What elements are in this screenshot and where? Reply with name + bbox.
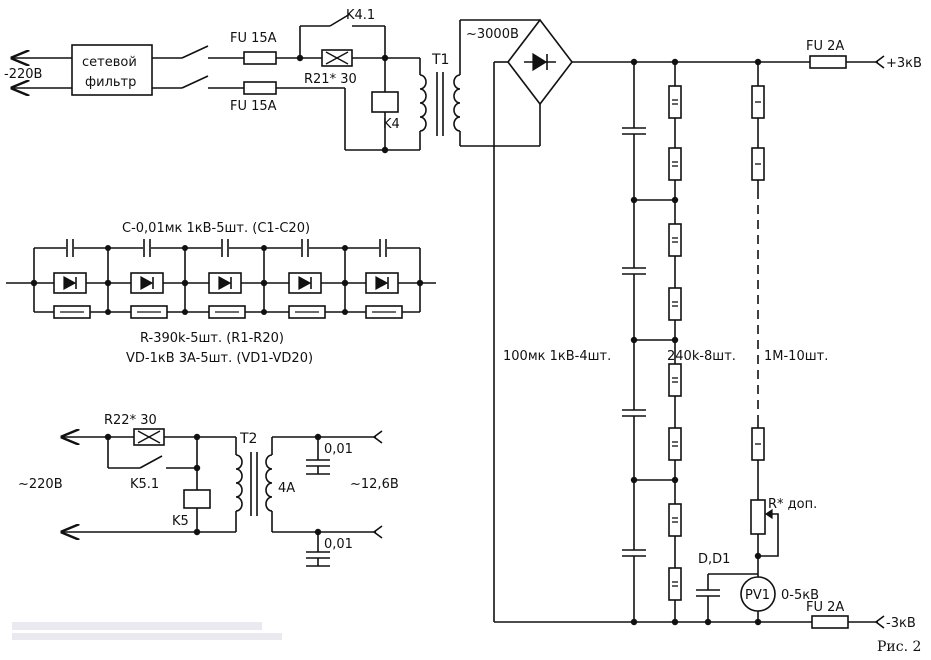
secondary-current-label: 4A [278,481,295,496]
fuse-out-top [809,55,847,69]
multiplier-diode [208,272,242,294]
relay-contact-k51 [139,455,163,469]
transformer-t2-secondary [265,454,273,512]
relay-coil-k4-label: K4 [383,117,400,132]
scan-smudge [12,633,282,640]
filament-cap-bottom-label: 0,01 [324,537,353,552]
multiplier-resistors-label: R-390k-5шт. (R1-R20) [140,331,284,346]
mains-filter-label-2: фильтр [85,75,136,90]
multiplier-section: C-0,01мк 1кВ-5шт. (C1-C20) [6,221,436,366]
filament-section: ~220В R22* 30 K5.1 K5 T2 4A [18,413,399,567]
secondary-voltage-label: ~3000В [466,27,519,42]
multiplier-capacitor [301,238,309,258]
fuse-out-top-label: FU 2A [806,39,844,54]
output-negative: FU 2A -3кВ Рис. 2 [494,600,921,655]
resistor-r21-label: R21* 30 [304,72,357,87]
relay-coil-k5-label: K5 [172,514,189,529]
fuse-out-bottom [811,615,849,629]
multiplier-diode [288,272,322,294]
relay-coil-k5 [183,489,211,509]
mains-input-label: -220В [4,67,42,82]
voltmeter-label: PV1 [745,588,770,603]
multiplier-diodes-label: VD-1кВ 3A-5шт. (VD1-VD20) [126,351,313,366]
multiplier-capacitor [66,238,74,258]
transformer-t1-primary [419,74,427,132]
output-plus-label: +3кВ [886,56,922,71]
fuse-bottom [243,81,277,95]
fuse-top [243,51,277,65]
resistor-bank-label: 240k-8шт. [667,349,736,364]
trim-resistor [750,499,766,535]
relay-contact-k41-label: K4.1 [346,8,375,23]
filament-mains-label: ~220В [18,477,63,492]
relay-coil-k4 [371,91,399,113]
capacitor-bank: 100мк 1кВ-4шт. [503,58,646,626]
switch-contact-bottom [181,75,209,89]
fuse-out-bottom-label: FU 2A [806,600,844,615]
relay-contact-k51-label: K5.1 [130,477,159,492]
figure-label: Рис. 2 [877,639,921,655]
cap-d-label: D,D1 [698,552,730,567]
output-minus-label: -3кВ [886,616,916,631]
multiplier-diode [130,272,164,294]
fuse-top-label: FU 15A [230,31,277,46]
transformer-t2-primary [235,454,243,512]
transformer-t1-secondary [453,74,461,132]
transformer-t1-label: T1 [431,52,449,68]
switch-contact-top [181,45,209,59]
divider-label: 1М-10шт. [764,349,828,364]
scan-smudge [12,622,262,630]
relay-contact-k41 [329,13,351,27]
multiplier-caps-label: C-0,01мк 1кВ-5шт. (C1-C20) [122,221,310,236]
mains-filter-box [71,44,153,96]
multiplier-capacitor [143,238,151,258]
divider-chain: 1М-10шт. R* доп. PV1 0-5кВ D,D1 [696,58,828,626]
multiplier-diode [365,272,399,294]
trim-resistor-label: R* доп. [768,497,817,512]
transformer-t2-label: T2 [239,431,257,447]
resistor-bank: 240k-8шт. [634,58,736,626]
mains-filter-label-1: сетевой [82,55,137,70]
resistor-r22-label: R22* 30 [104,413,157,428]
mains-input-section: -220В сетевой фильтр FU 15A FU 15A R21* … [4,8,810,622]
capacitor-bank-label: 100мк 1кВ-4шт. [503,349,611,364]
voltmeter-range-label: 0-5кВ [781,588,819,603]
output-positive: FU 2A +3кВ [806,39,922,71]
multiplier-capacitor [379,238,387,258]
fuse-bottom-label: FU 15A [230,99,277,114]
filament-cap-top-label: 0,01 [324,442,353,457]
filament-output-label: ~12,6В [350,477,399,492]
multiplier-capacitor [221,238,229,258]
multiplier-diode [53,272,87,294]
